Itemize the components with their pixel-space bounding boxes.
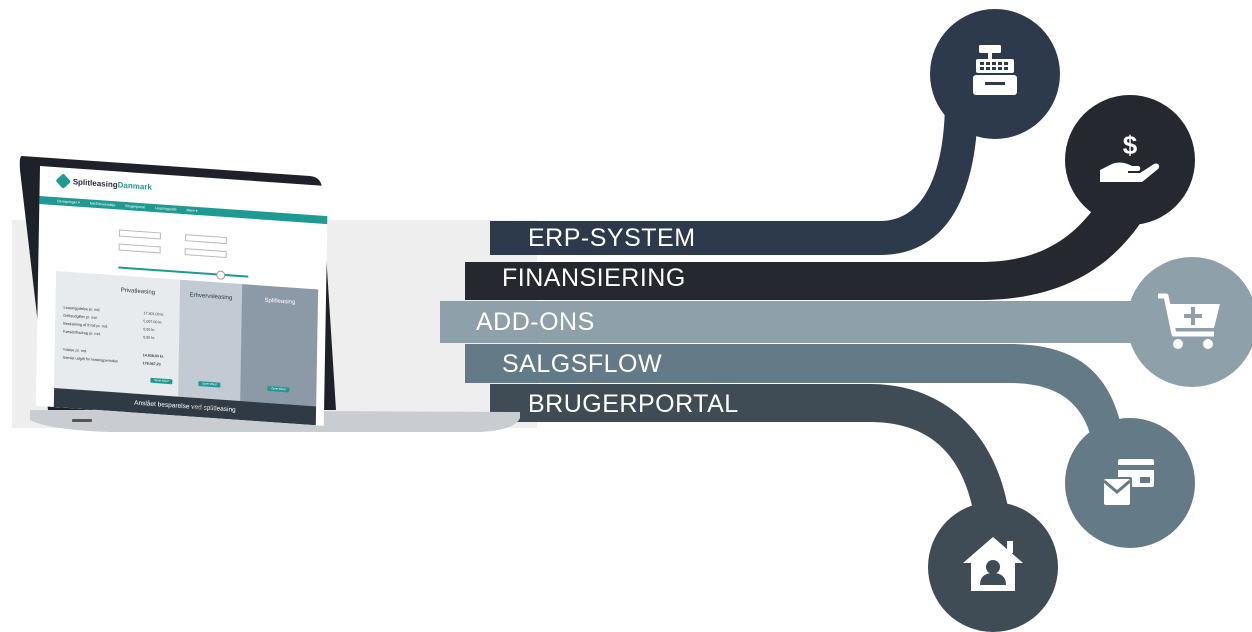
row-value: 0,00 kr. [143,335,155,341]
total-value: 14.838,03 kr. [142,353,165,359]
total-label: Samlet udgift for leasingperioden [62,355,119,364]
col-title-private: Privatleasing [120,287,156,297]
comparison-panel: Privatleasing Leasingydelse pr. md. Drif… [54,271,319,407]
cash-register-icon [973,45,1017,95]
row-value: 17.301,03 kr. [143,311,165,317]
brand-main: Splitleasing [72,177,118,190]
input-box[interactable] [118,243,161,254]
band-label-salgsflow: SALGSFLOW [502,350,663,378]
nav-item-leasingguide[interactable]: Leasingguide [155,206,177,212]
create-offer-button[interactable]: Opret tilbud [198,381,221,388]
laptop-screen: SplitleasingDanmark Beregninger ▾ Mit Er… [35,166,328,426]
connector-finansiering [465,185,1150,300]
col-private: Privatleasing Leasingydelse pr. md. Drif… [54,271,181,397]
laptop-port [72,419,92,422]
home-user-icon [963,537,1023,591]
row-value: 0,00 kr. [143,327,156,333]
col-business: Erhvervsleasing Opret tilbud [178,279,243,402]
connector-addons [440,301,1170,343]
col-title-business: Erhvervsleasing [189,292,233,302]
connector-salgsflow [465,344,1125,445]
screen-logo: SplitleasingDanmark [55,173,152,193]
nav-item-mit-erhvervsleje[interactable]: Mit Erhvervsleje [89,201,116,208]
nav-item-mere[interactable]: Mere ▾ [186,208,198,214]
input-box[interactable] [118,229,161,240]
input-box[interactable] [184,234,227,245]
logo-mark-icon [55,173,72,189]
row-value: 5.007,00 kr. [143,319,163,325]
row-label: Leasingydelse pr. md. [63,305,101,313]
col-title-split: Splitleasing [264,297,296,306]
band-label-finansiering: FINANSIERING [502,264,686,292]
slider-knob[interactable] [216,270,226,280]
connector-erp [490,100,978,255]
row-label: Driftsudgifter pr. md. [63,313,98,321]
connector-brugerportal [490,384,1010,520]
finansiering-circle [1065,95,1195,225]
nav-item-brugerportal[interactable]: Brugerportal [125,203,146,210]
hand-dollar-icon: $ [1100,130,1160,182]
input-box[interactable] [184,248,227,259]
band-label-addons: ADD-ONS [476,308,595,336]
row-label: Beskatning af fri bil pr. md. [63,321,109,329]
total-label: Ydelse pr. md. [62,347,88,354]
band-label-erp: ERP-SYSTEM [528,224,696,252]
laptop-model-label: MacBook Pro [192,405,217,410]
shopping-cart-plus-icon [1158,293,1220,349]
svg-text:$: $ [1123,130,1138,160]
mail-cards-icon [1102,459,1154,507]
row-label: Kørselsfradrag pr. md. [63,329,101,337]
nav-item-beregninger[interactable]: Beregninger ▾ [57,199,80,205]
band-label-brugerportal: BRUGERPORTAL [528,390,739,418]
brand-accent: Danmark [117,180,152,192]
erp-circle [930,9,1060,139]
create-offer-button[interactable]: Opret tilbud [267,385,290,393]
col-split: Splitleasing Opret tilbud [240,284,319,407]
total-value: 178.067,23 [142,361,161,367]
create-offer-button[interactable]: Opret tilbud [150,377,173,385]
screen-navbar: Beregninger ▾ Mit Erhvervsleje Brugerpor… [39,195,328,225]
